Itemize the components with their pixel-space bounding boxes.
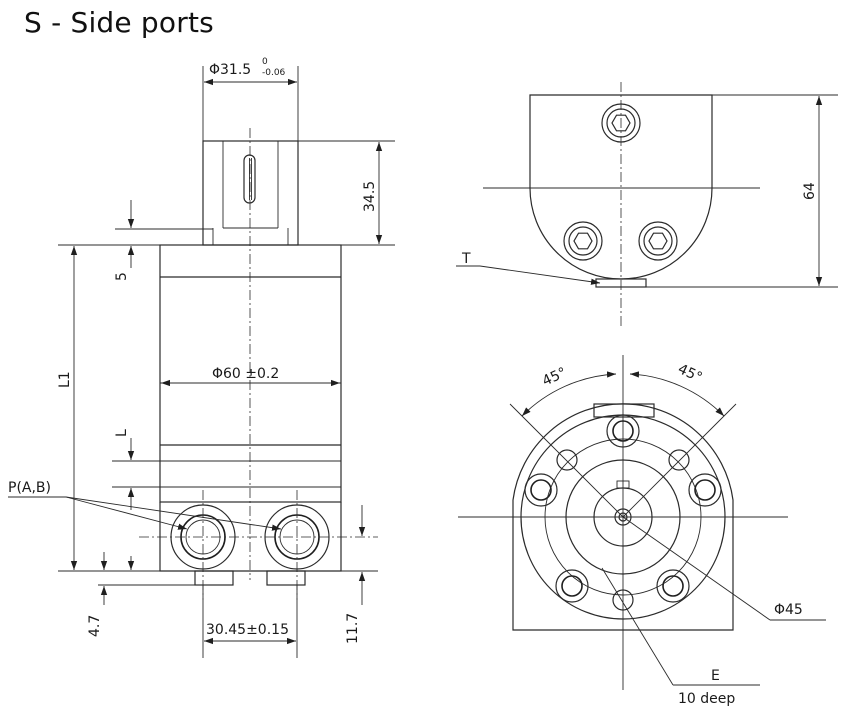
port-spacing-label: 30.45±0.15 <box>206 622 289 638</box>
thread-hole-bottom <box>612 589 634 611</box>
shaft-diameter-label: Φ31.5 <box>209 62 251 78</box>
flange-thickness-label: 5 <box>114 272 130 281</box>
end-bolt-top <box>606 414 640 448</box>
end-view: 45° 45° Φ45 E 10 deep <box>458 355 826 707</box>
motor-body-outline <box>159 244 342 503</box>
shaft-tol-lower: -0.06 <box>262 68 286 78</box>
port-housing <box>159 502 342 572</box>
length-l-label: L <box>114 429 130 437</box>
end-bolt-right <box>688 473 722 507</box>
thread-depth-label: 10 deep <box>678 691 735 707</box>
body-diameter-label: Φ60 ±0.2 <box>212 366 279 382</box>
port-height-label: 11.7 <box>345 613 361 644</box>
keyway-slot <box>243 154 256 204</box>
angle-left-label: 45° <box>540 365 569 390</box>
tank-port-label: T <box>461 251 471 267</box>
side-view: T 64 <box>456 82 838 326</box>
side-screw-right <box>638 221 678 261</box>
shaft-tol-upper: 0 <box>262 57 268 67</box>
page-title: S - Side ports <box>24 6 214 39</box>
thread-hole-left <box>556 449 578 471</box>
end-bolt-lower-right <box>656 569 690 603</box>
end-bolt-left <box>524 473 558 507</box>
side-height-label: 64 <box>802 182 818 200</box>
bolt-circle-label: Φ45 <box>774 602 803 618</box>
front-view: Φ31.5 0 -0.06 34.5 5 L1 Φ60 ±0.2 L P(A,B… <box>8 57 395 658</box>
ports-label: P(A,B) <box>8 480 51 496</box>
angle-right-label: 45° <box>675 361 704 386</box>
end-bolt-lower-left <box>555 569 589 603</box>
side-screw-top <box>601 103 641 143</box>
thread-label: E <box>711 668 720 684</box>
thread-hole-right <box>668 449 690 471</box>
body-length-label: L1 <box>57 371 73 388</box>
shaft-outline <box>202 140 299 246</box>
shaft-length-label: 34.5 <box>362 181 378 212</box>
side-screw-left <box>563 221 603 261</box>
offset-small-label: 4.7 <box>87 615 103 637</box>
